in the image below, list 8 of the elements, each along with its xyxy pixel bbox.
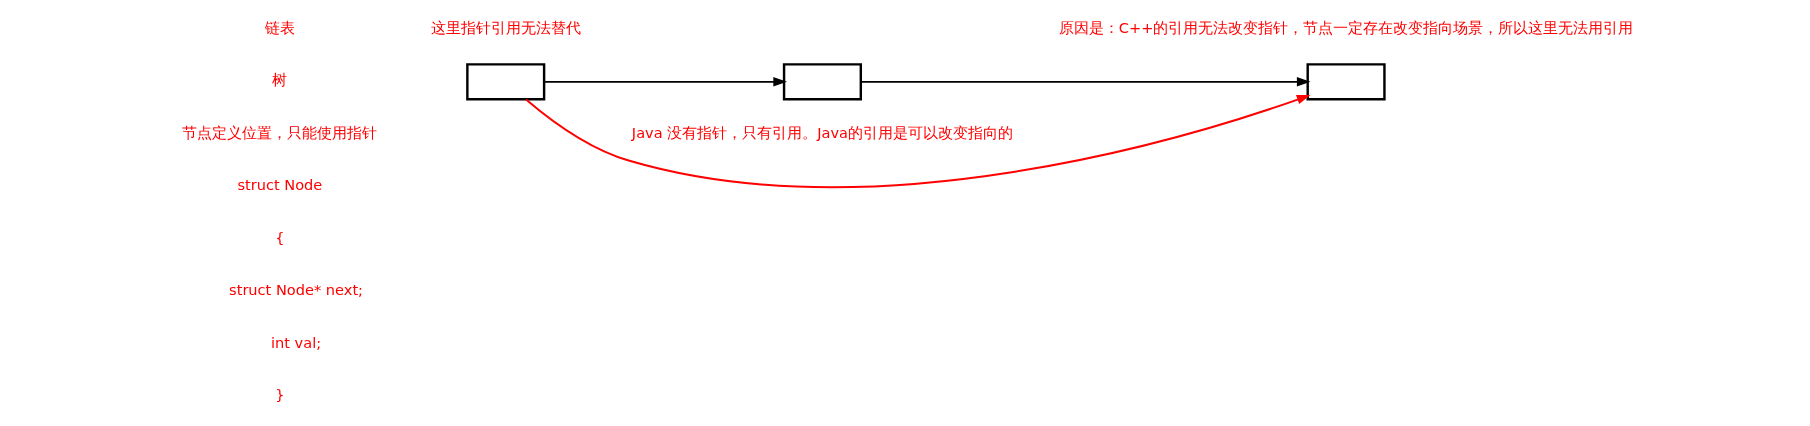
label: 树	[271, 71, 287, 89]
label: int val;	[270, 333, 321, 351]
label: {	[274, 228, 284, 246]
label: 链表	[264, 18, 295, 36]
label: 节点定义位置，只能使用指针	[181, 123, 377, 141]
label: struct Node	[236, 176, 322, 194]
label: struct Node* next;	[228, 281, 363, 299]
label: }	[274, 386, 284, 404]
